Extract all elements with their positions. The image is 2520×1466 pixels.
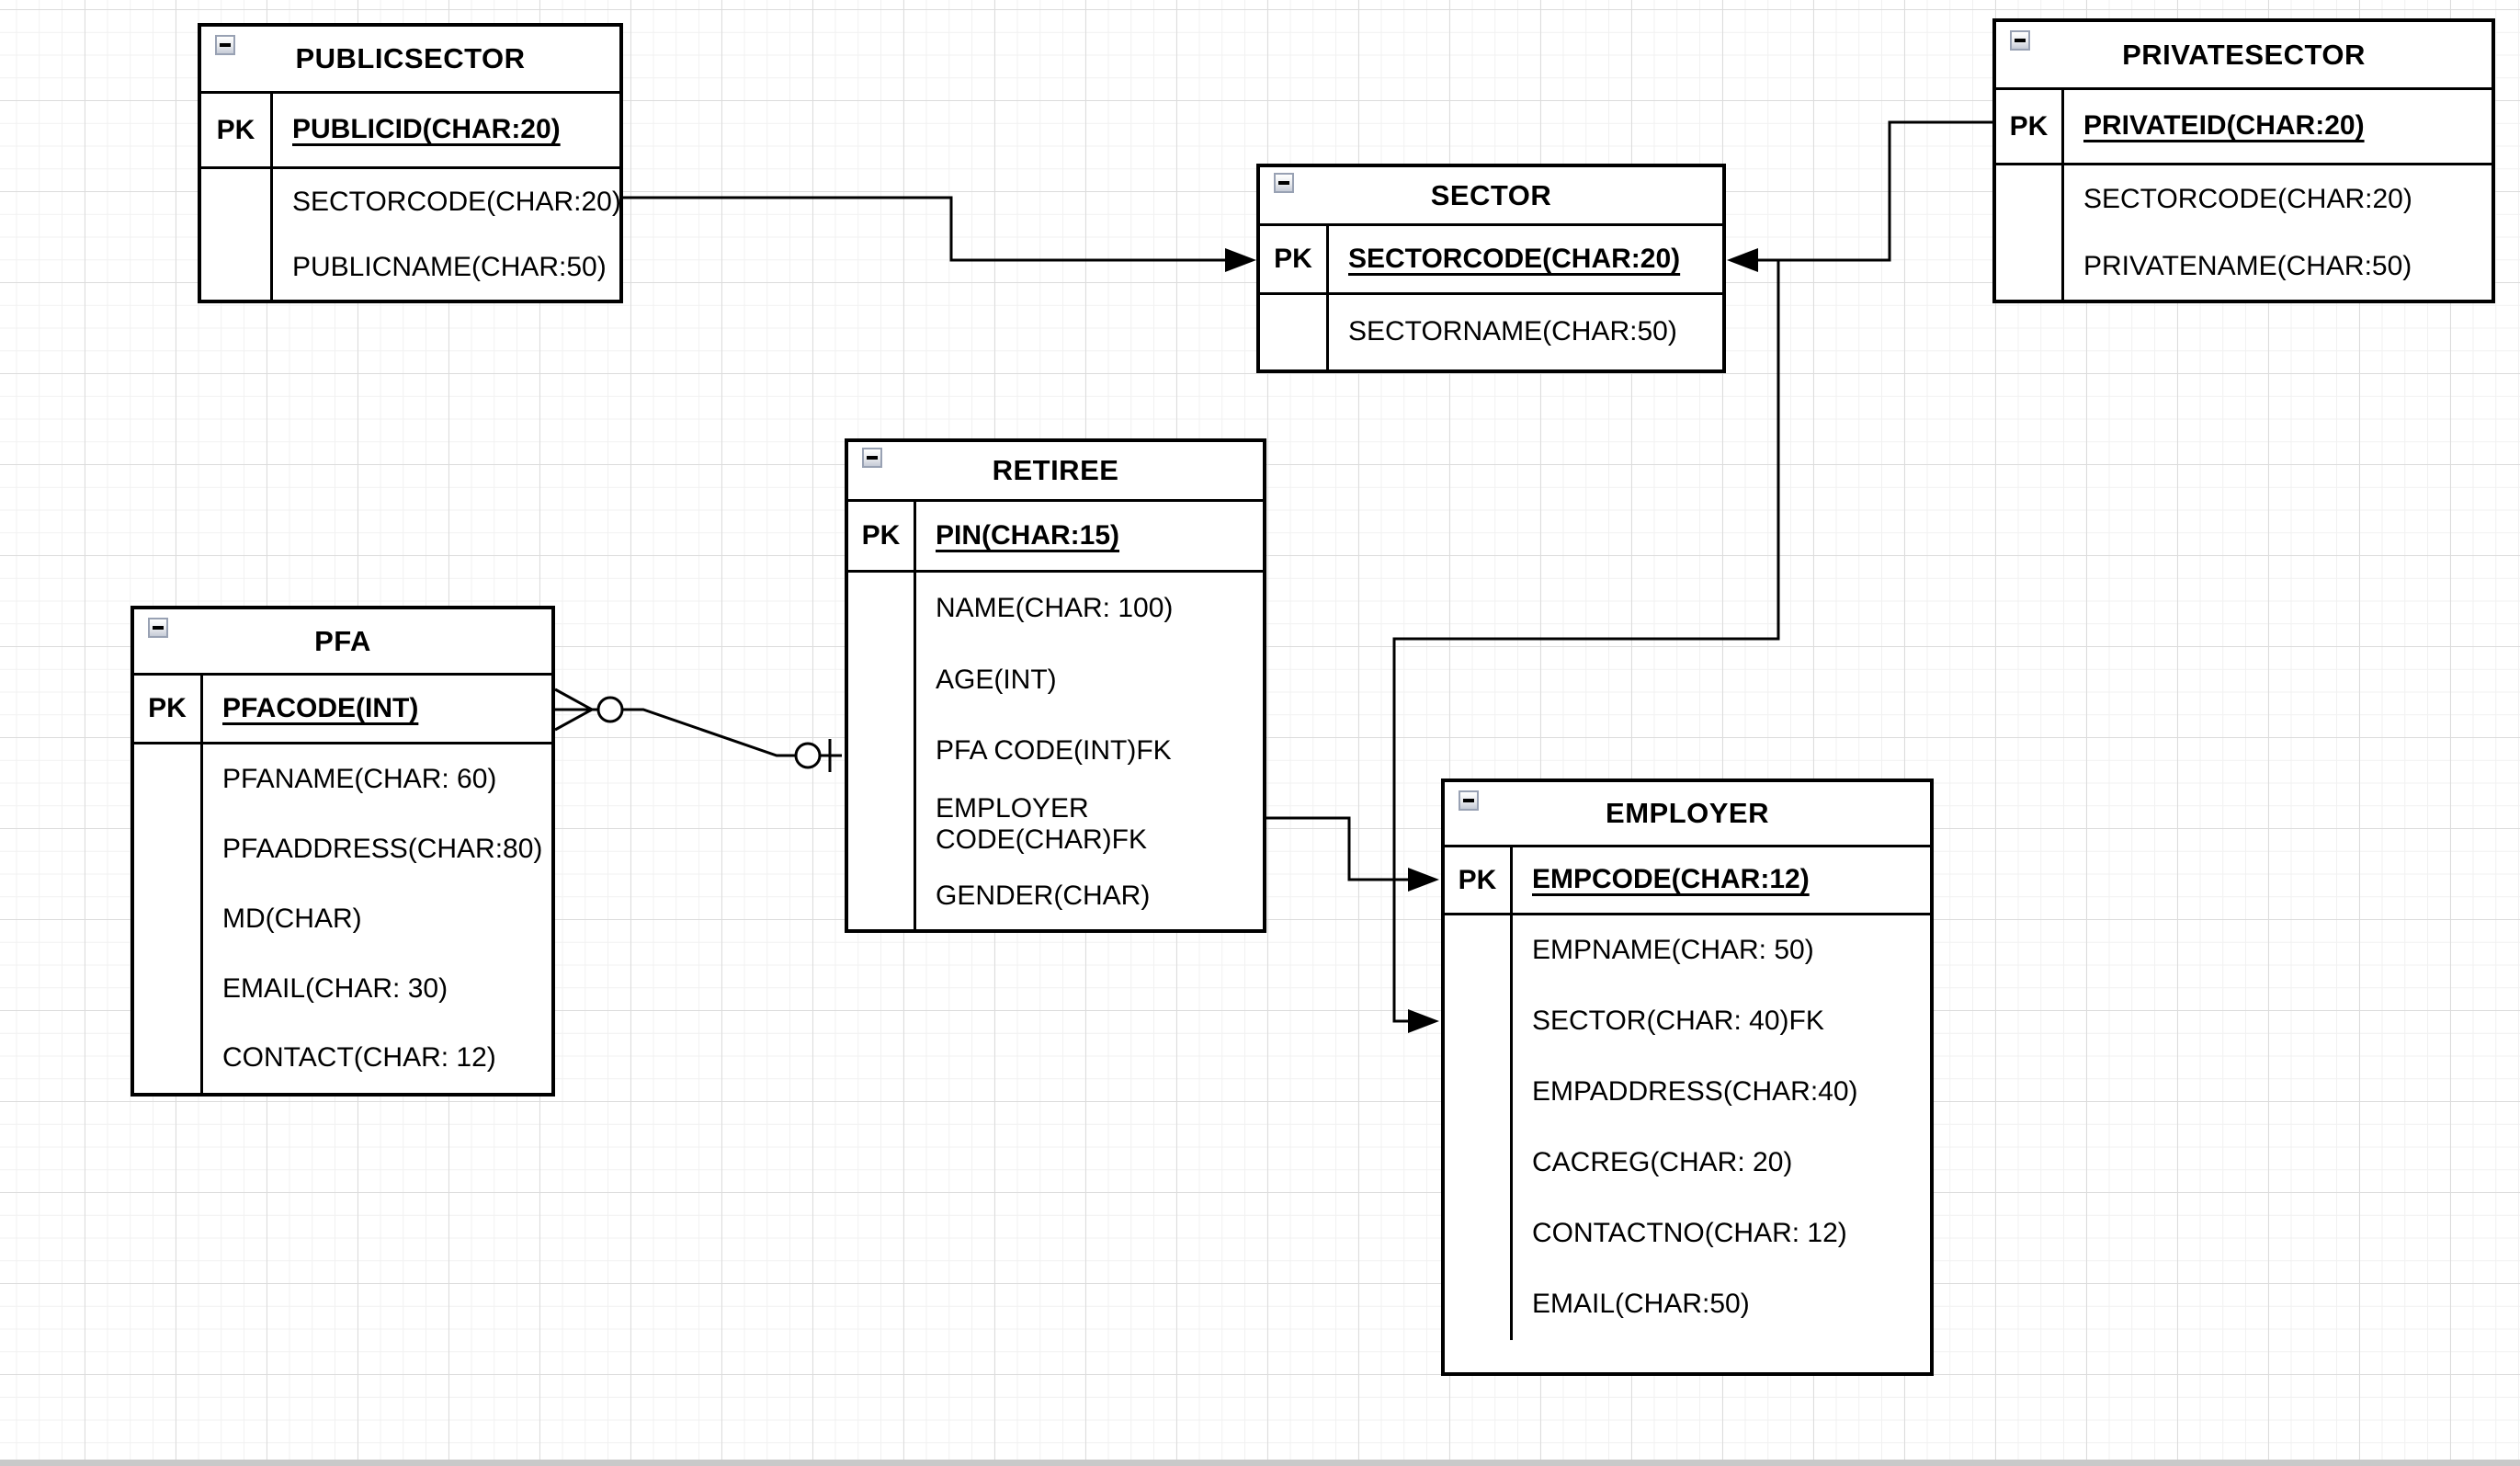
field-label: PRIVATENAME(CHAR:50): [2083, 250, 2412, 281]
minus-glyph: [867, 456, 878, 460]
field-label: CONTACTNO(CHAR: 12): [1532, 1218, 1847, 1249]
entity-header: SECTOR: [1260, 167, 1722, 226]
entity-header: PRIVATESECTOR: [1996, 22, 2492, 90]
entity-title: EMPLOYER: [1606, 797, 1769, 829]
body-spacer: [1445, 1340, 1930, 1373]
field-label: SECTOR(CHAR: 40)FK: [1532, 1006, 1824, 1037]
field-row[interactable]: EMPNAME(CHAR: 50): [1445, 915, 1930, 986]
arrowhead-icon: [1408, 868, 1439, 892]
field-row[interactable]: PRIVATENAME(CHAR:50): [1996, 233, 2492, 300]
entity-retiree[interactable]: RETIREE PK PIN(CHAR:15) NAME(CHAR: 100) …: [845, 438, 1266, 933]
zero-circle-icon: [796, 744, 820, 767]
collapse-icon[interactable]: [1459, 790, 1479, 811]
pk-label: PK: [134, 676, 203, 742]
arrowhead-icon: [1225, 248, 1256, 272]
field-row[interactable]: CONTACTNO(CHAR: 12): [1445, 1199, 1930, 1269]
field-label: PFANAME(CHAR: 60): [222, 763, 497, 794]
field-label: MD(CHAR): [222, 903, 362, 934]
field-row[interactable]: NAME(CHAR: 100): [848, 573, 1263, 644]
pk-label: PK: [1260, 226, 1329, 292]
field-label: PUBLICNAME(CHAR:50): [292, 252, 607, 283]
entity-sector[interactable]: SECTOR PK SECTORCODE(CHAR:20) SECTORNAME…: [1256, 164, 1726, 373]
entity-title: RETIREE: [992, 454, 1119, 486]
field-label: EMPADDRESS(CHAR:40): [1532, 1076, 1858, 1108]
field-label: EMPNAME(CHAR: 50): [1532, 935, 1814, 966]
field-label: SECTORCODE(CHAR:20): [2083, 183, 2412, 214]
field-label: NAME(CHAR: 100): [936, 592, 1174, 623]
field-row[interactable]: CACREG(CHAR: 20): [1445, 1128, 1930, 1199]
connector-publicsector-sector[interactable]: [623, 198, 1256, 272]
entity-employer[interactable]: EMPLOYER PK EMPCODE(CHAR:12) EMPNAME(CHA…: [1441, 778, 1934, 1376]
connector-retiree-employer[interactable]: [1266, 818, 1439, 892]
field-label: CONTACT(CHAR: 12): [222, 1042, 496, 1074]
field-label: CACREG(CHAR: 20): [1532, 1147, 1793, 1178]
entity-header: PUBLICSECTOR: [201, 27, 619, 94]
field-row[interactable]: MD(CHAR): [134, 884, 551, 954]
minus-glyph: [220, 43, 231, 47]
pk-field[interactable]: EMPCODE(CHAR:12): [1532, 864, 1810, 895]
field-row[interactable]: PFANAME(CHAR: 60): [134, 744, 551, 814]
entity-header: RETIREE: [848, 442, 1263, 502]
field-row[interactable]: PFA CODE(INT)FK: [848, 716, 1263, 786]
collapse-icon[interactable]: [2010, 30, 2030, 51]
pk-field[interactable]: PFACODE(INT): [222, 692, 419, 723]
entity-privatesector[interactable]: PRIVATESECTOR PK PRIVATEID(CHAR:20) SECT…: [1992, 18, 2495, 303]
field-row[interactable]: EMAIL(CHAR:50): [1445, 1269, 1930, 1340]
entity-title: PRIVATESECTOR: [2122, 38, 2366, 71]
collapse-icon[interactable]: [148, 618, 168, 638]
arrowhead-icon: [1727, 248, 1758, 272]
field-row[interactable]: SECTORCODE(CHAR:20): [201, 169, 621, 235]
entity-header: PFA: [134, 609, 551, 676]
entity-header: EMPLOYER: [1445, 782, 1930, 847]
pk-label: PK: [848, 502, 916, 570]
minus-glyph: [1463, 799, 1474, 802]
collapse-icon[interactable]: [215, 35, 235, 55]
connector-privatesector-sector[interactable]: [1727, 122, 1992, 272]
minus-glyph: [1278, 181, 1289, 185]
field-label: EMAIL(CHAR: 30): [222, 972, 448, 1004]
field-row[interactable]: AGE(INT): [848, 644, 1263, 716]
field-row[interactable]: SECTORCODE(CHAR:20): [1996, 165, 2492, 233]
entity-title: PUBLICSECTOR: [295, 42, 526, 74]
arrowhead-icon: [1408, 1009, 1439, 1033]
canvas-bottom-edge: [0, 1460, 2520, 1466]
field-label: SECTORNAME(CHAR:50): [1348, 316, 1677, 347]
pk-field[interactable]: PIN(CHAR:15): [936, 519, 1120, 551]
entity-title: SECTOR: [1430, 178, 1552, 211]
field-label: EMAIL(CHAR:50): [1532, 1289, 1750, 1320]
entity-publicsector[interactable]: PUBLICSECTOR PK PUBLICID(CHAR:20) SECTOR…: [198, 23, 623, 303]
field-row[interactable]: CONTACT(CHAR: 12): [134, 1024, 551, 1093]
pk-field[interactable]: PRIVATEID(CHAR:20): [2083, 110, 2365, 142]
field-row[interactable]: EMPADDRESS(CHAR:40): [1445, 1057, 1930, 1128]
crowfoot-many-icon: [555, 689, 592, 730]
collapse-icon[interactable]: [1274, 173, 1294, 193]
field-label: PFAADDRESS(CHAR:80): [222, 833, 543, 864]
pk-label: PK: [1445, 847, 1513, 913]
field-row[interactable]: SECTOR(CHAR: 40)FK: [1445, 986, 1930, 1057]
pk-field[interactable]: PUBLICID(CHAR:20): [292, 114, 561, 145]
entity-title: PFA: [314, 624, 371, 657]
collapse-icon[interactable]: [862, 448, 882, 468]
minus-glyph: [2015, 39, 2026, 42]
field-label: PFA CODE(INT)FK: [936, 734, 1172, 766]
field-row[interactable]: PUBLICNAME(CHAR:50): [201, 235, 619, 301]
field-label: GENDER(CHAR): [936, 880, 1151, 911]
field-row[interactable]: EMAIL(CHAR: 30): [134, 954, 551, 1024]
pk-label: PK: [1996, 90, 2064, 163]
pk-label: PK: [201, 94, 273, 166]
zero-circle-icon: [598, 698, 622, 722]
field-row[interactable]: GENDER(CHAR): [848, 863, 1263, 929]
field-row[interactable]: SECTORNAME(CHAR:50): [1260, 295, 1722, 369]
pk-field[interactable]: SECTORCODE(CHAR:20): [1348, 243, 1681, 274]
field-label: EMPLOYER CODE(CHAR)FK: [936, 792, 1147, 856]
field-label: SECTORCODE(CHAR:20): [292, 186, 621, 217]
connector-pfa-retiree[interactable]: [555, 689, 842, 772]
minus-glyph: [153, 626, 164, 630]
field-row[interactable]: PFAADDRESS(CHAR:80): [134, 814, 551, 884]
field-label: AGE(INT): [936, 664, 1057, 695]
field-row[interactable]: EMPLOYER CODE(CHAR)FK: [848, 786, 1263, 863]
entity-pfa[interactable]: PFA PK PFACODE(INT) PFANAME(CHAR: 60) PF…: [131, 606, 555, 1097]
